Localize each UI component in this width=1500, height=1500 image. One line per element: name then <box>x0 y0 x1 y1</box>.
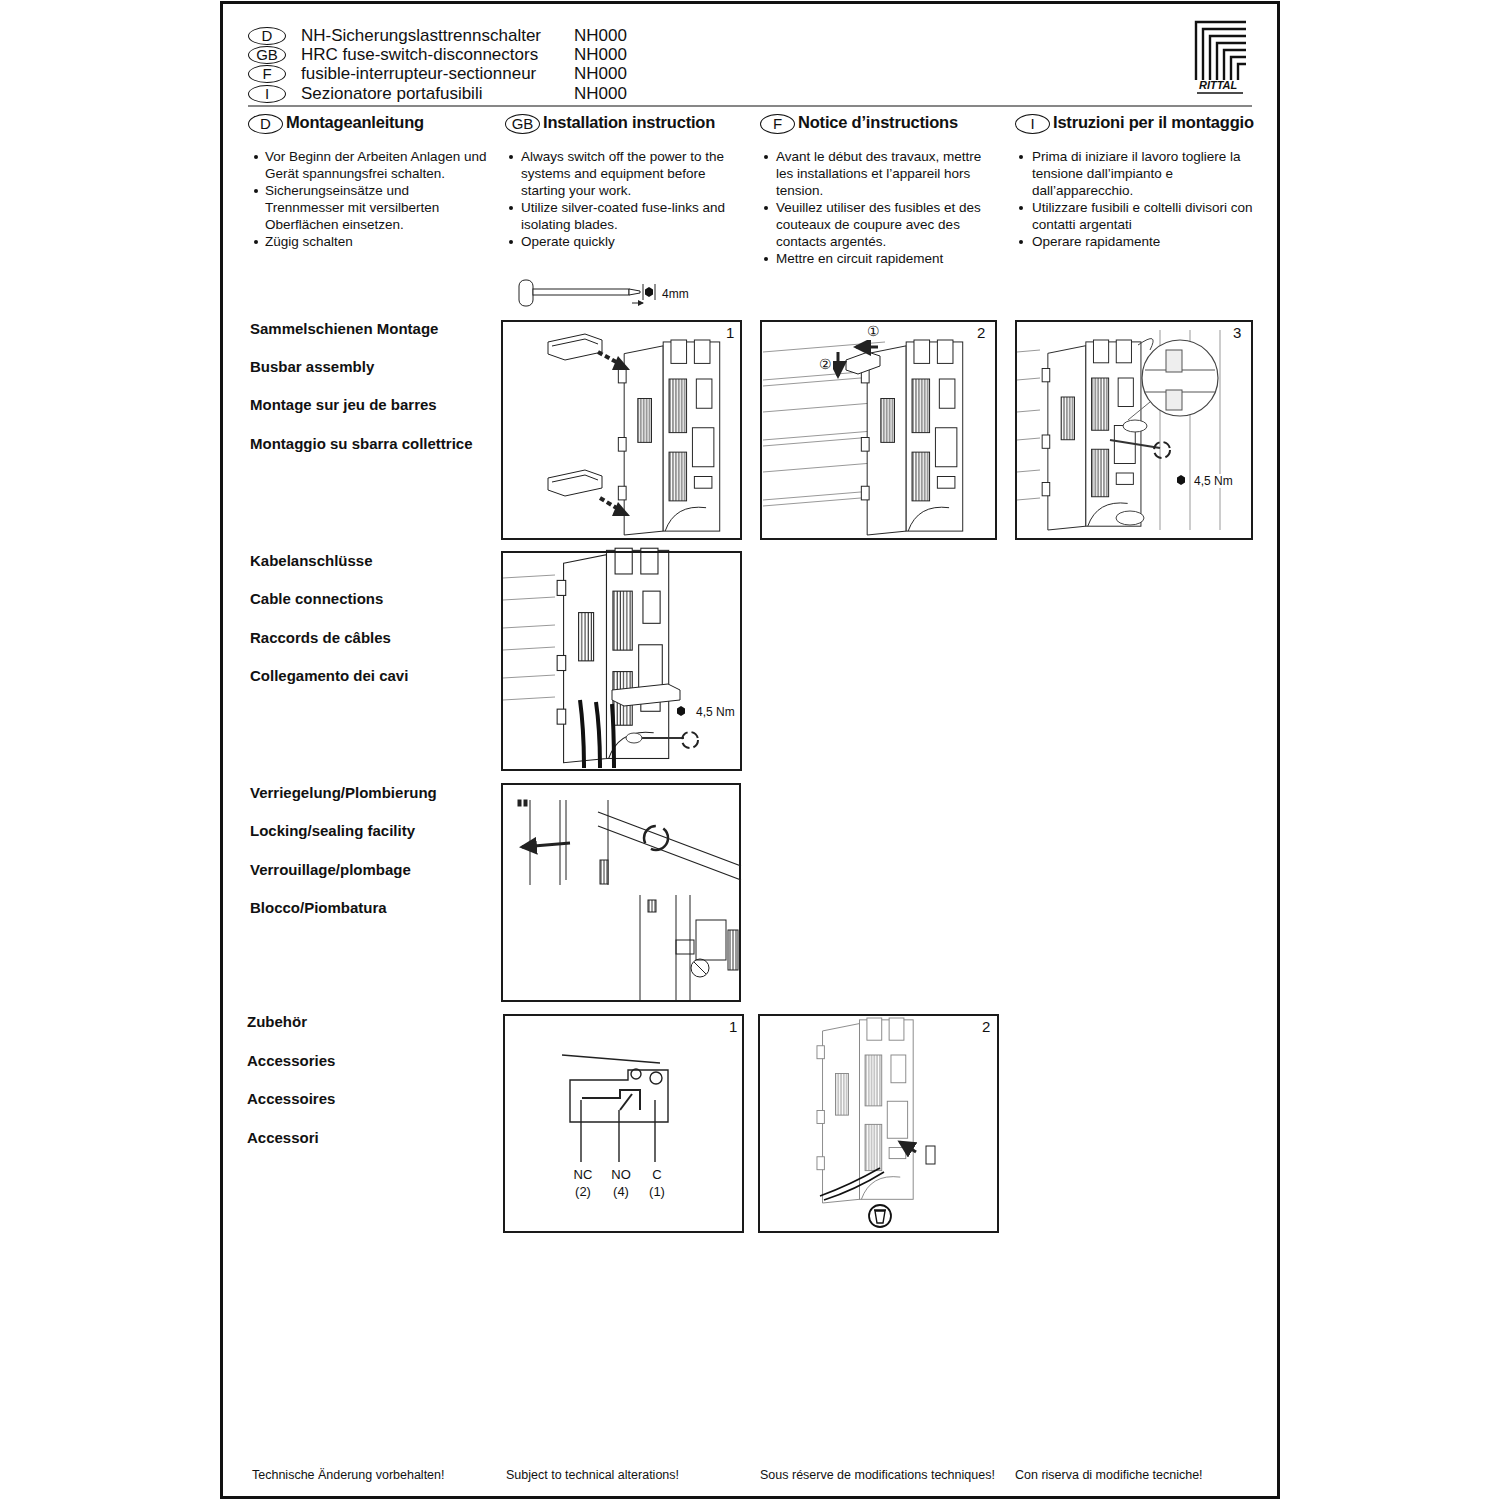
figure-label: NO <box>610 1167 632 1183</box>
step-heading: Busbar assembly <box>250 357 490 376</box>
bullet-dot <box>254 189 258 193</box>
step-heading: Raccords de câbles <box>250 628 490 647</box>
step-heading: Kabelanschlüsse <box>250 551 490 570</box>
step-heading: Blocco/Piombatura <box>250 898 490 917</box>
language-code: GB <box>256 47 278 64</box>
figure-label: (2) <box>574 1184 592 1200</box>
instruction-note: Utilizzare fusibili e coltelli divisori … <box>1032 199 1258 233</box>
product-type: NH000 <box>574 84 627 104</box>
figure-label: ② <box>818 356 833 373</box>
language-code: I <box>1030 116 1034 133</box>
figure-label: NC <box>573 1167 594 1183</box>
footer-note: Sous réserve de modifications techniques… <box>760 1468 995 1483</box>
dimension: 4mm <box>662 287 689 301</box>
instruction-note: Veuillez utiliser des fusibles et des co… <box>776 199 1002 250</box>
callout-number: 2 <box>981 1018 991 1036</box>
figure-label: 4,5 Nm <box>695 705 736 719</box>
bullet-dot <box>254 155 258 159</box>
language-badge: D <box>248 27 286 45</box>
figure-panel: 1 <box>501 320 742 540</box>
instruction-note: Utilize silver-coated fuse-links and iso… <box>521 199 747 233</box>
figure-panel: 1NC(2) NO(4) C(1) <box>503 1014 744 1233</box>
figure-panel: 2 ① ② <box>760 320 997 540</box>
language-badge: D <box>248 114 283 134</box>
figure-label: ① <box>866 323 881 340</box>
step-heading: Verrouillage/plombage <box>250 860 490 879</box>
language-code: F <box>262 66 271 83</box>
instruction-note: Zügig schalten <box>265 233 491 250</box>
brand-logo: RITTAL <box>1199 79 1237 92</box>
instruction-note: Mettre en circuit rapidement <box>776 250 1002 267</box>
language-badge: F <box>248 65 286 83</box>
instruction-note: Operate quickly <box>521 233 747 250</box>
instruction-note: Vor Beginn der Arbeiten Anlagen und Gerä… <box>265 148 491 182</box>
step-heading: Sammelschienen Montage <box>250 319 490 338</box>
figure-label: (4) <box>612 1184 630 1200</box>
product-title: HRC fuse-switch-disconnectors <box>301 45 538 65</box>
bullet-dot <box>764 257 768 261</box>
product-title: Sezionatore portafusibili <box>301 84 482 104</box>
figure-panel: 2 <box>758 1014 999 1233</box>
step-heading: Zubehör <box>247 1012 487 1031</box>
bullet-dot <box>509 240 513 244</box>
figure-label: (1) <box>648 1184 666 1200</box>
step-heading: Cable connections <box>250 589 490 608</box>
bullet-dot <box>254 240 258 244</box>
step-heading: Montaggio su sbarra collettrice <box>250 434 490 453</box>
language-code: GB <box>512 116 534 133</box>
section-heading: Montageanleitung <box>286 113 424 133</box>
language-badge: I <box>248 85 286 103</box>
figure-label: 4,5 Nm <box>1193 474 1234 488</box>
step-heading: Accessori <box>247 1128 487 1147</box>
step-heading: Accessories <box>247 1051 487 1070</box>
bullet-dot <box>509 206 513 210</box>
section-heading: Istruzioni per il montaggio <box>1053 113 1254 133</box>
bullet-dot <box>1019 155 1023 159</box>
language-badge: I <box>1015 114 1050 134</box>
language-code: I <box>265 86 269 103</box>
step-heading: Collegamento dei cavi <box>250 666 490 685</box>
language-code: D <box>262 28 273 45</box>
bullet-dot <box>1019 206 1023 210</box>
language-code: D <box>260 116 271 133</box>
instruction-note: Sicherungseinsätze und Trennmesser mit v… <box>265 182 491 233</box>
footer-note: Subject to technical alterations! <box>506 1468 679 1483</box>
bullet-dot <box>764 206 768 210</box>
bullet-dot <box>1019 240 1023 244</box>
product-title: fusible-interrupteur-sectionneur <box>301 64 536 84</box>
language-badge: F <box>760 114 795 134</box>
step-heading: Verriegelung/Plombierung <box>250 783 490 802</box>
callout-number: 3 <box>1232 324 1242 342</box>
callout-number: 2 <box>976 324 986 342</box>
language-code: F <box>773 116 782 133</box>
product-type: NH000 <box>574 26 627 46</box>
section-heading: Installation instruction <box>543 113 715 133</box>
step-heading: Montage sur jeu de barres <box>250 395 490 414</box>
language-badge: GB <box>248 46 286 64</box>
product-title: NH-Sicherungslasttrennschalter <box>301 26 541 46</box>
product-type: NH000 <box>574 45 627 65</box>
instruction-note: Operare rapidamente <box>1032 233 1258 250</box>
figure-label: C <box>651 1167 662 1183</box>
figure-panel: 3 4,5 Nm <box>1015 320 1253 540</box>
step-heading: Locking/sealing facility <box>250 821 490 840</box>
product-type: NH000 <box>574 64 627 84</box>
language-badge: GB <box>505 114 540 134</box>
figure-panel: 4,5 Nm <box>501 551 742 771</box>
footer-note: Con riserva di modifiche tecniche! <box>1015 1468 1203 1483</box>
callout-number: 1 <box>725 324 735 342</box>
callout-number: 1 <box>728 1018 738 1036</box>
step-heading: Accessoires <box>247 1089 487 1108</box>
section-heading: Notice d’instructions <box>798 113 958 133</box>
bullet-dot <box>509 155 513 159</box>
instruction-note: Prima di iniziare il lavoro togliere la … <box>1032 148 1258 199</box>
bullet-dot <box>764 155 768 159</box>
footer-note: Technische Änderung vorbehalten! <box>252 1468 445 1483</box>
instruction-note: Avant le début des travaux, mettre les i… <box>776 148 1002 199</box>
instruction-note: Always switch off the power to the syste… <box>521 148 747 199</box>
